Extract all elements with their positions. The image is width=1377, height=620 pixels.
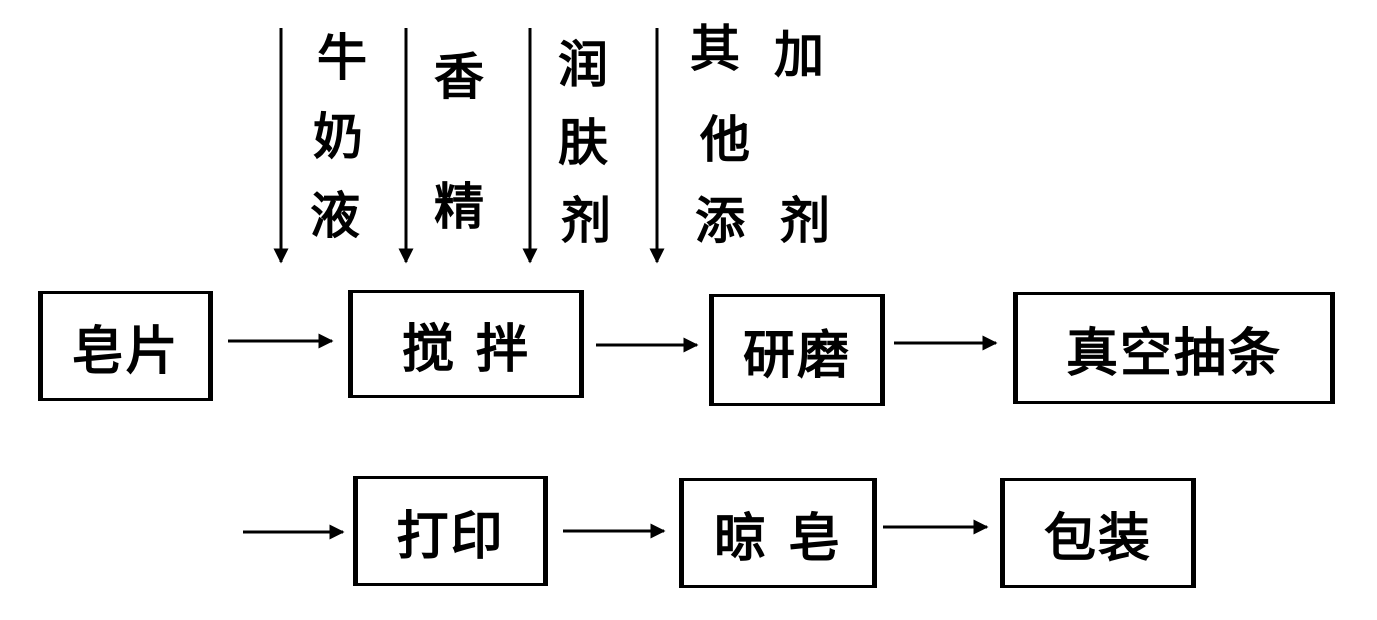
step-drying: 晾 皂 [679, 478, 877, 588]
step-drying-label: 晾 皂 [713, 508, 843, 569]
step-grinding-label: 研磨 [742, 325, 851, 386]
additive-other-char-2: 加 [774, 26, 824, 84]
step-stirring: 搅 拌 [348, 290, 584, 398]
additive-fragrance-char-2: 精 [434, 178, 484, 236]
additive-other-char-1: 其 [690, 20, 740, 78]
additive-moisturizer-char-1: 润 [558, 36, 608, 94]
step-vacuum-extrusion: 真空抽条 [1013, 292, 1335, 404]
additive-moisturizer-char-3: 剂 [561, 192, 611, 250]
additive-other-char-3: 他 [700, 111, 750, 169]
additive-other-char-4: 添 [695, 192, 745, 250]
step-soap-flakes: 皂片 [38, 291, 213, 401]
additive-milk-char-1: 牛 [317, 29, 367, 87]
step-grinding: 研磨 [709, 294, 885, 406]
additive-milk-char-2: 奶 [313, 108, 363, 166]
step-packaging-label: 包装 [1043, 508, 1152, 569]
additive-fragrance-char-1: 香 [434, 48, 484, 106]
step-printing-label: 打印 [396, 506, 505, 567]
step-stirring-label: 搅 拌 [401, 319, 531, 380]
additive-other-char-5: 剂 [780, 192, 830, 250]
step-vacuum-extrusion-label: 真空抽条 [1065, 323, 1282, 384]
additive-milk-char-3: 液 [310, 187, 360, 245]
step-packaging: 包装 [1000, 478, 1196, 588]
step-printing: 打印 [353, 476, 548, 586]
additive-moisturizer-char-2: 肤 [558, 114, 608, 172]
step-soap-flakes-label: 皂片 [71, 321, 180, 382]
